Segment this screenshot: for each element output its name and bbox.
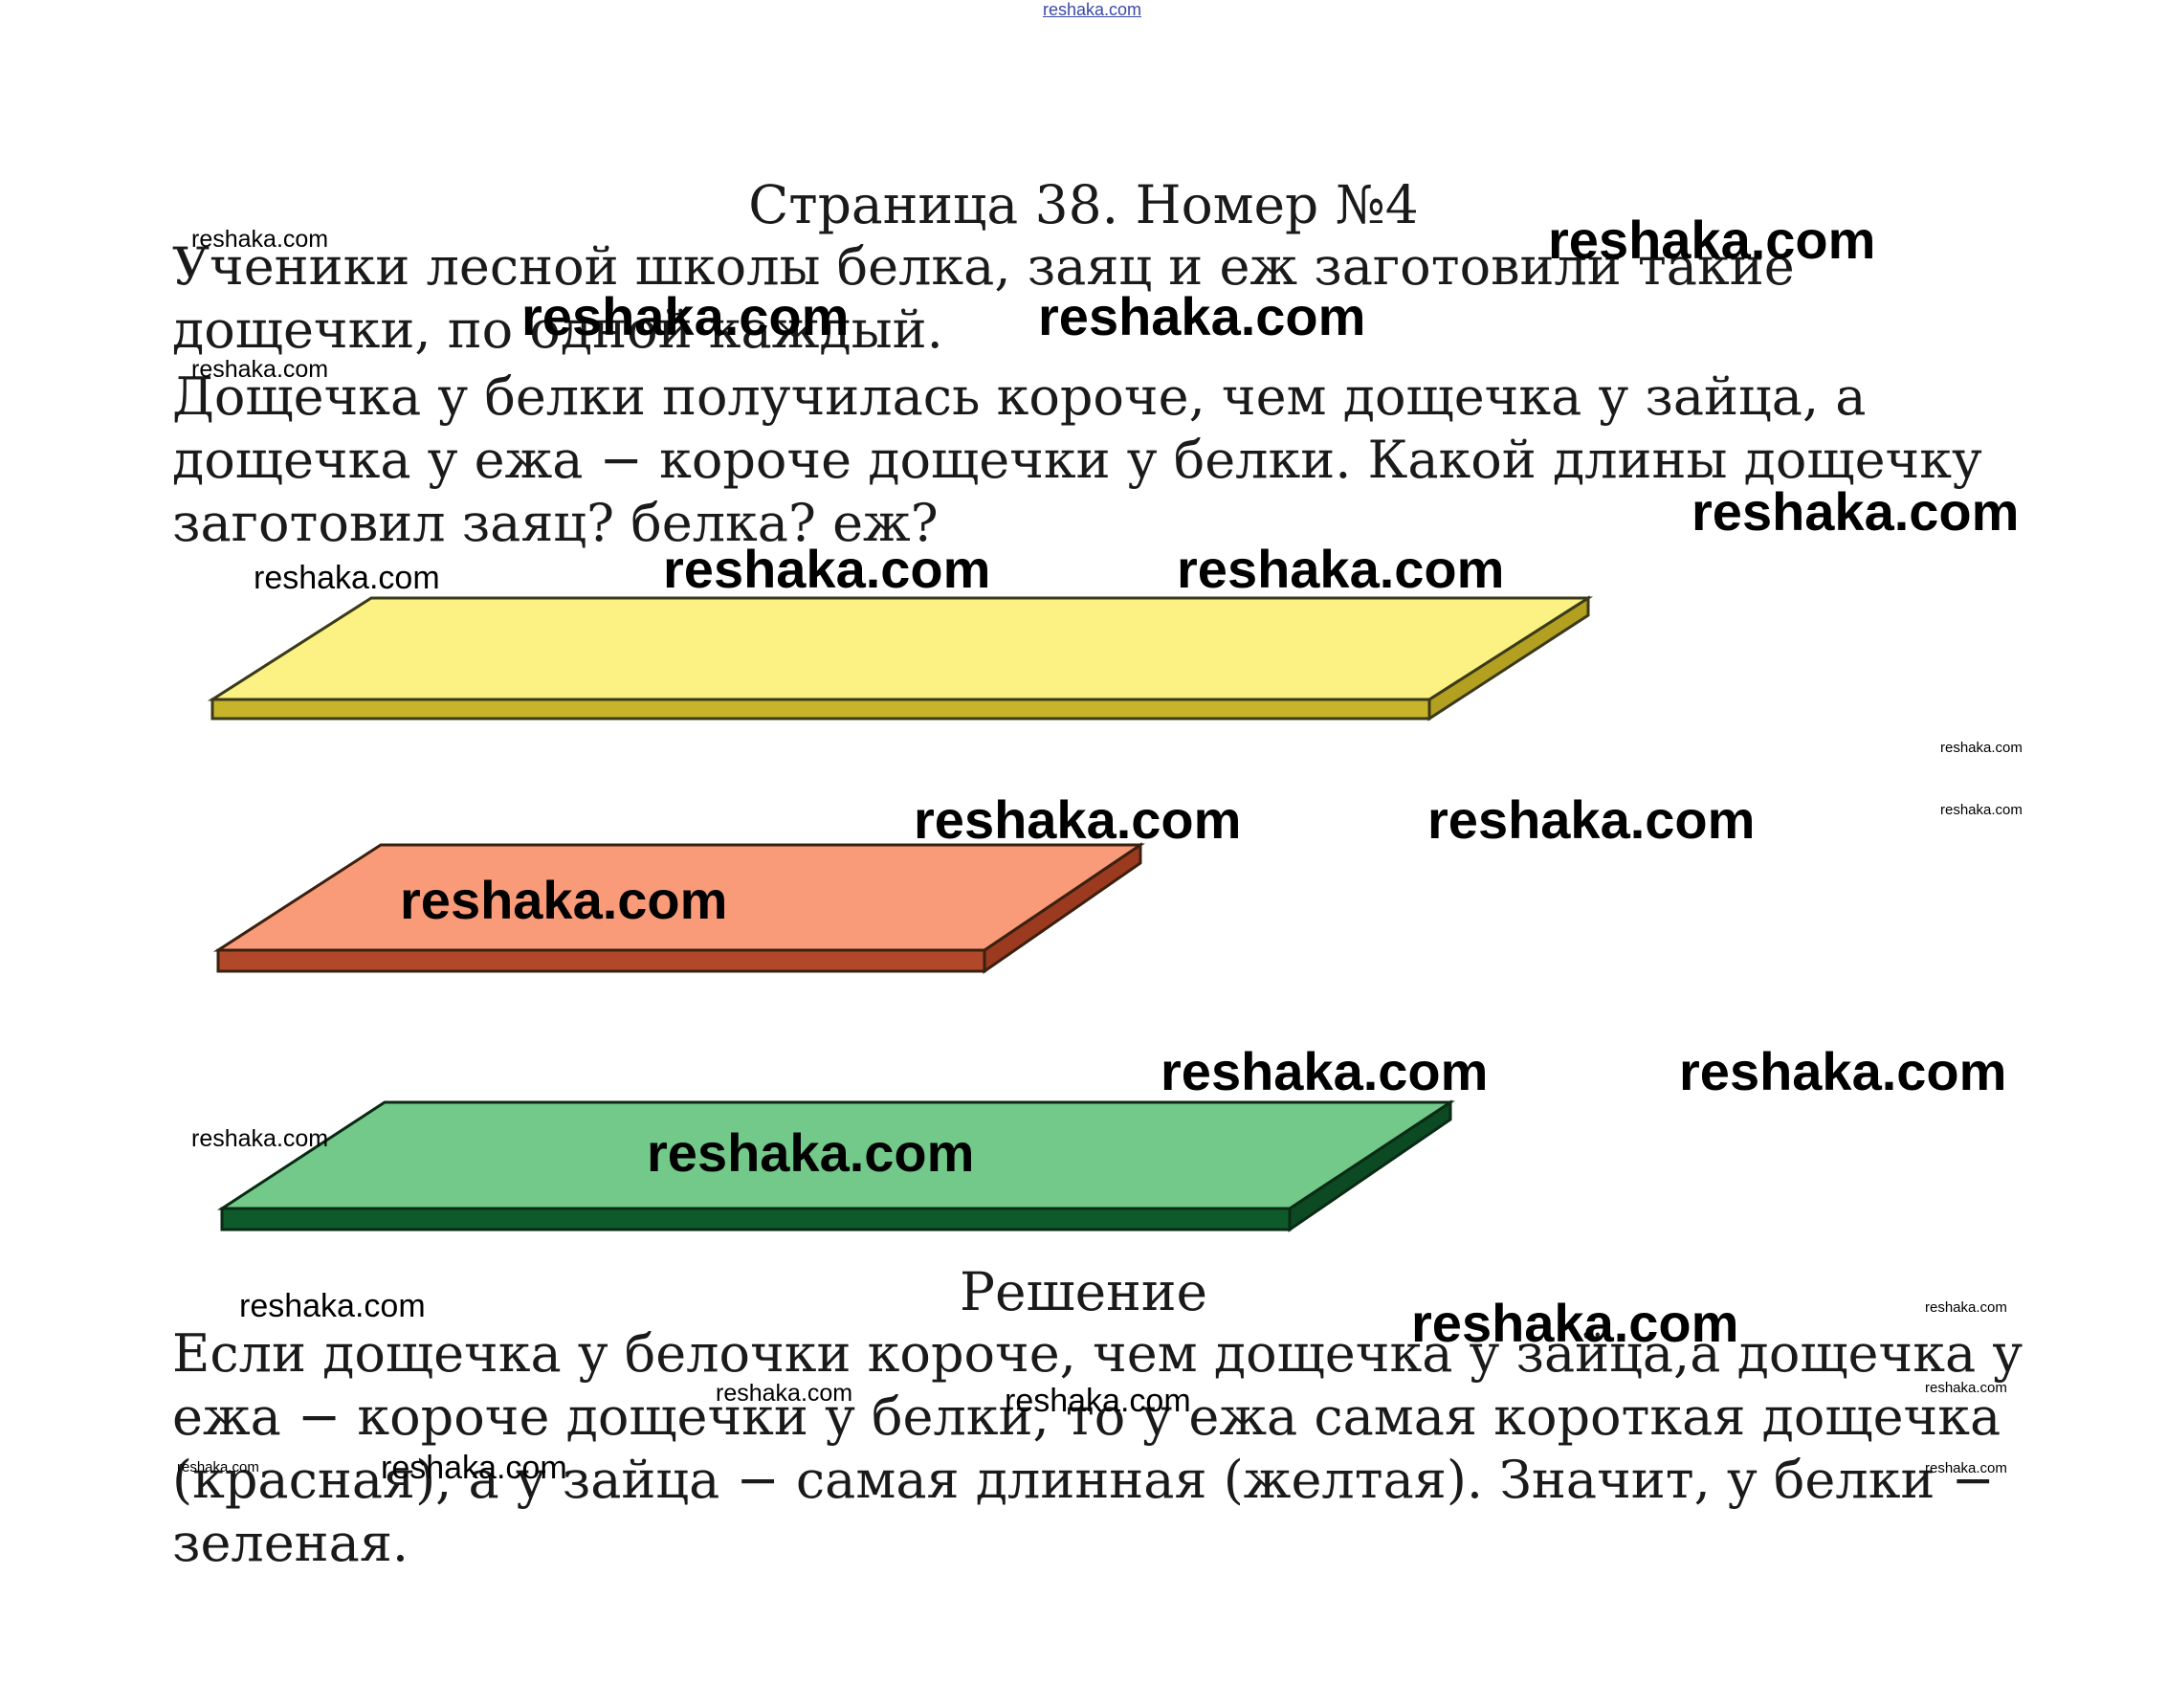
watermark: reshaka.com (191, 1125, 329, 1152)
boards-illustration (207, 595, 1594, 1232)
watermark: reshaka.com (1161, 1041, 1489, 1101)
solution-title: Решение (959, 1261, 1208, 1322)
watermark: reshaka.com (239, 1288, 426, 1324)
watermark: reshaka.com (521, 286, 850, 346)
watermark: reshaka.com (400, 870, 728, 930)
board-red-top (212, 843, 1145, 952)
solution-text: Если дощечка у белочки короче, чем дощеч… (172, 1323, 2023, 1573)
watermark: reshaka.com (663, 539, 991, 599)
board-red (212, 842, 1145, 974)
watermark: reshaka.com (647, 1122, 975, 1183)
watermark: reshaka.com (1548, 210, 1876, 270)
board-green-top (216, 1100, 1455, 1210)
watermark: reshaka.com (381, 1450, 567, 1486)
board-yellow-front (210, 698, 1431, 721)
watermark: reshaka.com (914, 789, 1242, 850)
watermark: reshaka.com (1177, 539, 1505, 599)
watermark: reshaka.com (1940, 802, 2023, 818)
watermark: reshaka.com (191, 226, 329, 253)
problem-paragraph-2: Дощечка у белки получилась короче, чем д… (172, 366, 1982, 553)
board-green-front (220, 1207, 1292, 1231)
page-title: Страница 38. Номер №4 (748, 174, 1419, 235)
board-yellow (207, 595, 1594, 721)
board-green (216, 1099, 1455, 1232)
problem-paragraph-1: Ученики лесной школы белка, заяц и еж за… (172, 236, 1795, 360)
watermark: reshaka.com (1940, 740, 2023, 756)
watermark: reshaka.com (191, 356, 329, 383)
site-link[interactable]: reshaka.com (1043, 0, 1142, 19)
watermark: reshaka.com (254, 560, 440, 596)
watermark: reshaka.com (1427, 789, 1756, 850)
watermark: reshaka.com (1925, 1380, 2007, 1396)
watermark: reshaka.com (1925, 1299, 2007, 1316)
watermark: reshaka.com (1411, 1293, 1739, 1353)
watermark: reshaka.com (716, 1380, 853, 1407)
watermark: reshaka.com (1679, 1041, 2007, 1101)
watermark: reshaka.com (1692, 481, 2020, 542)
watermark: reshaka.com (1925, 1460, 2007, 1476)
watermark: reshaka.com (177, 1459, 259, 1475)
watermark: reshaka.com (1038, 286, 1366, 346)
board-red-front (216, 948, 986, 973)
watermark: reshaka.com (1005, 1383, 1191, 1419)
board-yellow-top (207, 596, 1594, 701)
